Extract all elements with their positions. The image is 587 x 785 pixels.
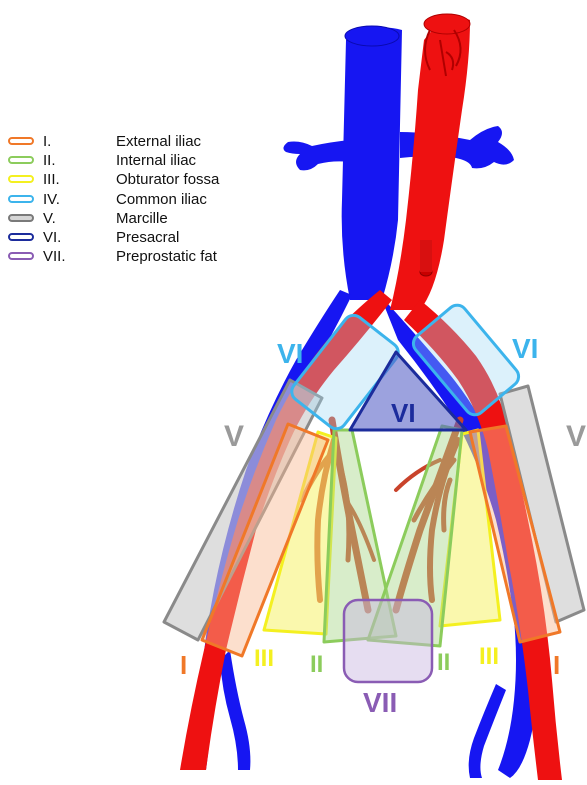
ivc-opening [345,26,399,46]
legend-swatch [8,156,34,164]
legend-swatch [8,233,34,241]
label-vi-left: VI [277,338,303,369]
legend-label: Common iliac [116,190,207,209]
legend-swatch [8,137,34,145]
label-vi-right: VI [512,333,538,364]
legend-item: V. Marcille [8,209,298,228]
label-iii-right: III [479,643,499,670]
label-i-right: I [553,650,560,680]
left-lower-vein-branch [220,650,250,770]
legend-number: IV. [43,190,60,209]
label-v-right: V [566,420,586,453]
legend-item: I. External iliac [8,132,298,151]
legend-label: Internal iliac [116,151,196,170]
legend-label: Obturator fossa [116,170,219,189]
legend-item: VII. Preprostatic fat [8,247,298,266]
legend-label: External iliac [116,132,201,151]
legend-number: II. [43,151,56,170]
legend-label: Marcille [116,209,168,228]
legend-item: II. Internal iliac [8,151,298,170]
legend-number: III. [43,170,60,189]
legend-swatch [8,214,34,222]
aorta-opening [424,14,470,34]
label-vii: VII [363,687,397,718]
mesenteric-artery [420,240,432,272]
legend-number: VII. [43,247,66,266]
inferior-vena-cava [342,28,402,300]
label-v-left: V [224,420,244,453]
label-vi-center: VI [391,398,416,428]
legend-label: Presacral [116,228,179,247]
label-ii-left: II [310,651,323,678]
legend-swatch [8,195,34,203]
legend-number: V. [43,209,56,228]
legend-item: III. Obturator fossa [8,170,298,189]
legend-item: VI. Presacral [8,228,298,247]
region-vii-preprostatic-fat [344,600,432,682]
legend-label: Preprostatic fat [116,247,217,266]
legend-number: I. [43,132,51,151]
legend-swatch [8,252,34,260]
label-iii-left: III [254,645,274,672]
label-ii-right: II [437,649,450,676]
label-i-left: I [180,650,187,680]
legend-number: VI. [43,228,61,247]
legend-swatch [8,175,34,183]
legend-item: IV. Common iliac [8,190,298,209]
